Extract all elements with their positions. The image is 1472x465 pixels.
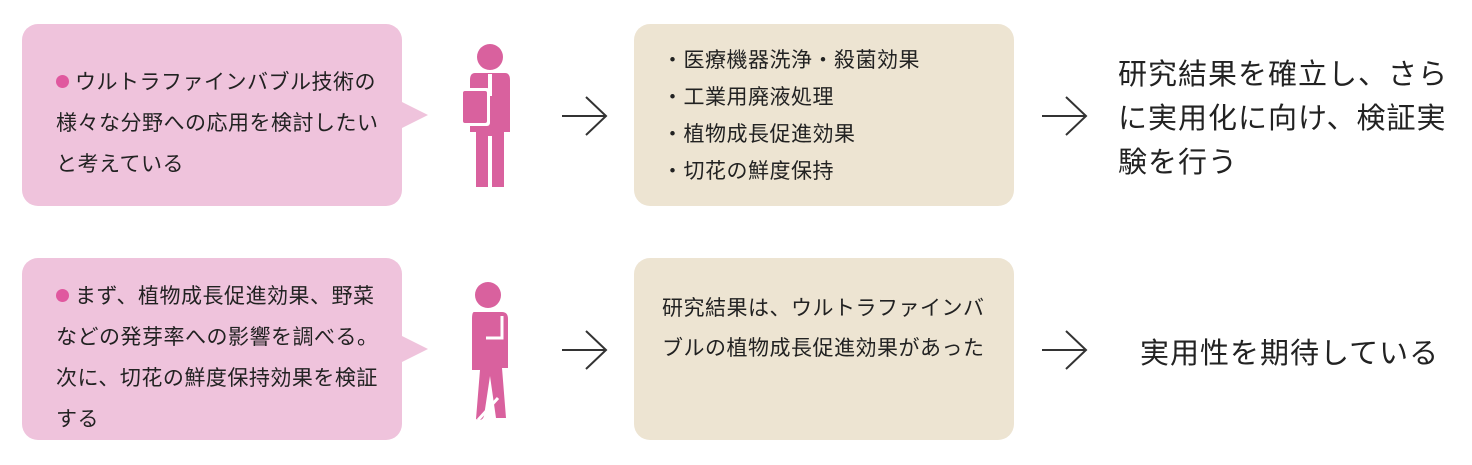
speech-bubble-2: まず、植物成長促進効果、野菜などの発芽率への影響を調べる。次に、切花の鮮度保持効… xyxy=(22,258,428,440)
bubble-text-1: ウルトラファインバブル技術の様々な分野への応用を検討したいと考えている xyxy=(56,70,379,176)
measures-box: 医療機器洗浄・殺菌効果 工業用廃液処理 植物成長促進効果 切花の鮮度保持 xyxy=(634,24,1014,206)
outcome-text-1: 研究結果を確立し、さらに実用化に向け、検証実験を行う xyxy=(1118,57,1449,179)
measure-item: 切花の鮮度保持 xyxy=(662,153,920,190)
person-holding-paper-icon xyxy=(460,44,510,187)
bubble-text-2: まず、植物成長促進効果、野菜などの発芽率への影響を調べる。次に、切花の鮮度保持効… xyxy=(56,284,379,431)
measure-item: 工業用廃液処理 xyxy=(662,79,920,116)
result-box: 研究結果は、ウルトラファインバブルの植物成長促進効果があった xyxy=(634,258,1014,440)
measure-item: 植物成長促進効果 xyxy=(662,116,920,153)
arrow-right-icon xyxy=(1042,96,1088,136)
result-text: 研究結果は、ウルトラファインバブルの植物成長促進効果があった xyxy=(662,296,985,360)
measures-list: 医療機器洗浄・殺菌効果 工業用廃液処理 植物成長促進効果 切花の鮮度保持 xyxy=(662,42,920,190)
speech-bubble-1: ウルトラファインバブル技術の様々な分野への応用を検討したいと考えている xyxy=(22,24,428,206)
arrow-right-icon xyxy=(562,330,608,370)
bullet-icon xyxy=(56,289,69,302)
person-thinking-icon xyxy=(472,282,508,422)
arrow-right-icon xyxy=(562,96,608,136)
outcome-text-2: 実用性を期待している xyxy=(1140,336,1440,370)
bullet-icon xyxy=(56,75,69,88)
arrow-right-icon xyxy=(1042,330,1088,370)
measure-item: 医療機器洗浄・殺菌効果 xyxy=(662,42,920,79)
